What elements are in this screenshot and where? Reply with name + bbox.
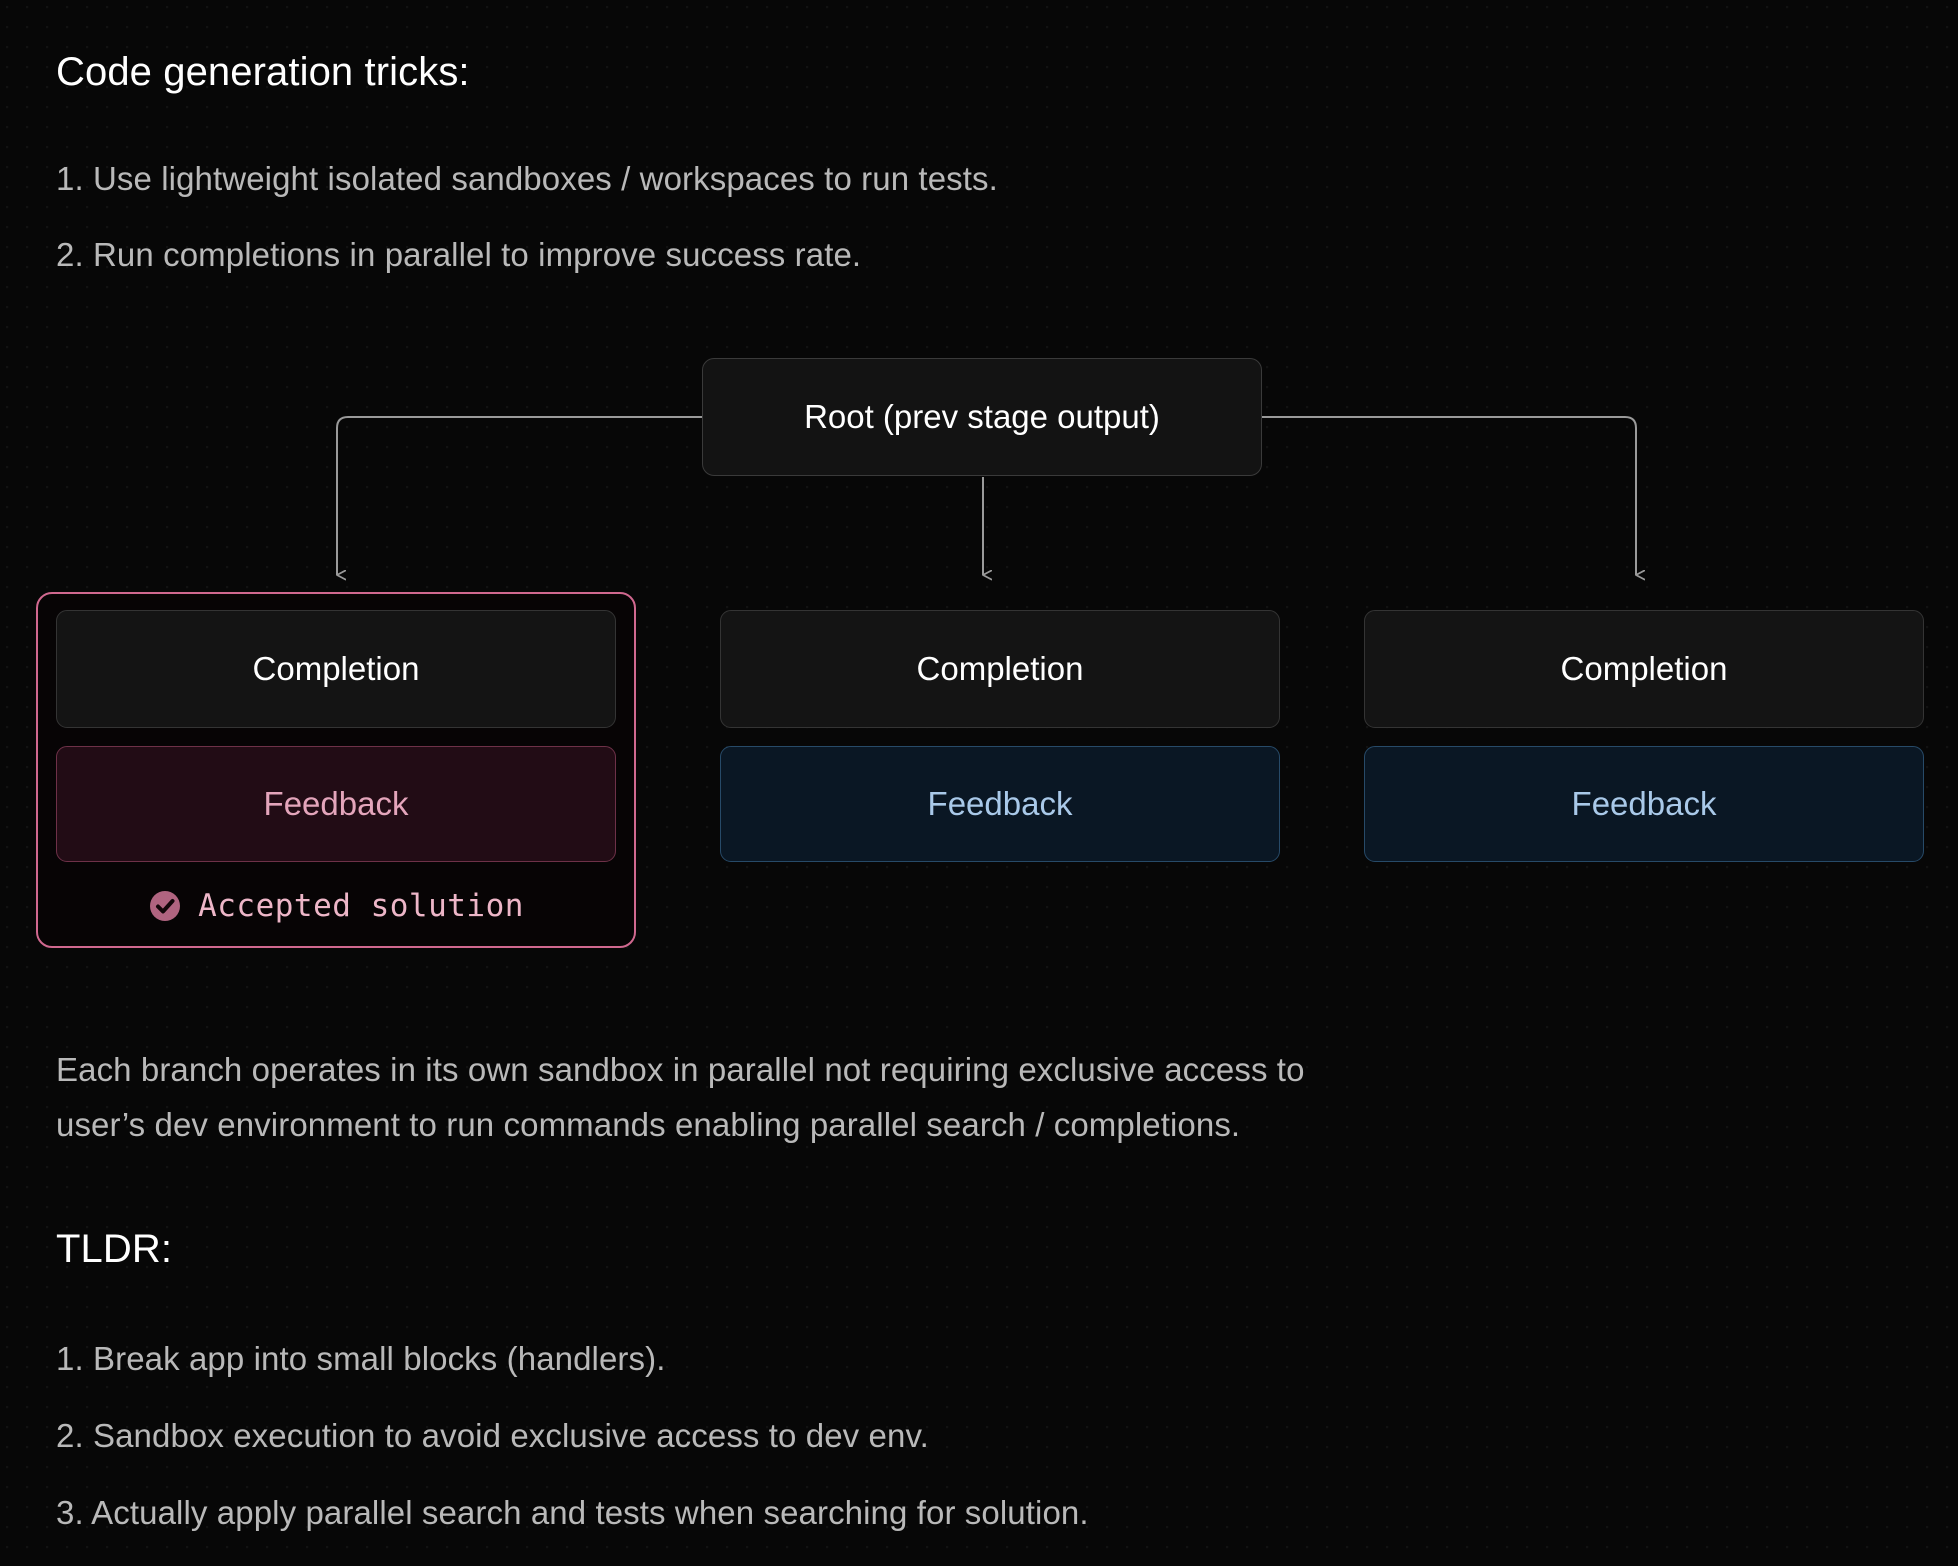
parallel-completion-diagram: Root (prev stage output) Completion Feed… — [36, 358, 1958, 1000]
diagram-branch-1: Completion Feedback Accepted solution — [36, 592, 636, 948]
branch-3-frame: Completion Feedback — [1344, 592, 1944, 882]
branch-1-accepted-label: Accepted solution — [198, 888, 524, 924]
trick-list-item-1: 1. Use lightweight isolated sandboxes / … — [56, 160, 998, 197]
diagram-connectors — [336, 416, 1958, 1000]
branch-3-completion-box[interactable]: Completion — [1364, 610, 1924, 728]
branch-1-feedback-box[interactable]: Feedback — [56, 746, 616, 862]
connector-root-to-branch-3 — [1262, 416, 1636, 575]
tldr-list-item-1: 1. Break app into small blocks (handlers… — [56, 1340, 666, 1377]
check-circle-icon — [150, 891, 181, 921]
branch-2-completion-box[interactable]: Completion — [720, 610, 1280, 728]
branch-3-feedback-label: Feedback — [1571, 785, 1717, 822]
diagram-branch-3: Completion Feedback — [1344, 592, 1944, 882]
section-title-tldr: TLDR: — [56, 1227, 173, 1271]
root-node-label: Root (prev stage output) — [804, 398, 1160, 435]
branch-2-completion-label: Completion — [916, 650, 1084, 687]
diagram-node-root[interactable]: Root (prev stage output) — [702, 358, 1262, 476]
caption-line-1: Each branch operates in its own sandbox … — [56, 1051, 1305, 1088]
page-title-code-generation-tricks: Code generation tricks: — [56, 50, 470, 94]
branch-3-feedback-box[interactable]: Feedback — [1364, 746, 1924, 862]
caption-line-2: user’s dev environment to run commands e… — [56, 1106, 1241, 1143]
branch-1-highlight-frame[interactable]: Completion Feedback Accepted solution — [36, 592, 636, 948]
branch-1-accepted-status: Accepted solution — [56, 888, 616, 924]
tldr-list-item-2: 2. Sandbox execution to avoid exclusive … — [56, 1417, 929, 1454]
branch-1-completion-box[interactable]: Completion — [56, 610, 616, 728]
tldr-list-item-3: 3. Actually apply parallel search and te… — [56, 1494, 1089, 1531]
connector-root-to-branch-1 — [336, 416, 702, 575]
branch-1-completion-label: Completion — [252, 650, 420, 687]
branch-3-completion-label: Completion — [1560, 650, 1728, 687]
branch-2-feedback-box[interactable]: Feedback — [720, 746, 1280, 862]
branch-2-feedback-label: Feedback — [927, 785, 1073, 822]
trick-list-item-2: 2. Run completions in parallel to improv… — [56, 236, 862, 273]
branch-2-frame: Completion Feedback — [700, 592, 1300, 882]
diagram-branch-2: Completion Feedback — [700, 592, 1300, 882]
branch-1-feedback-label: Feedback — [263, 785, 409, 822]
